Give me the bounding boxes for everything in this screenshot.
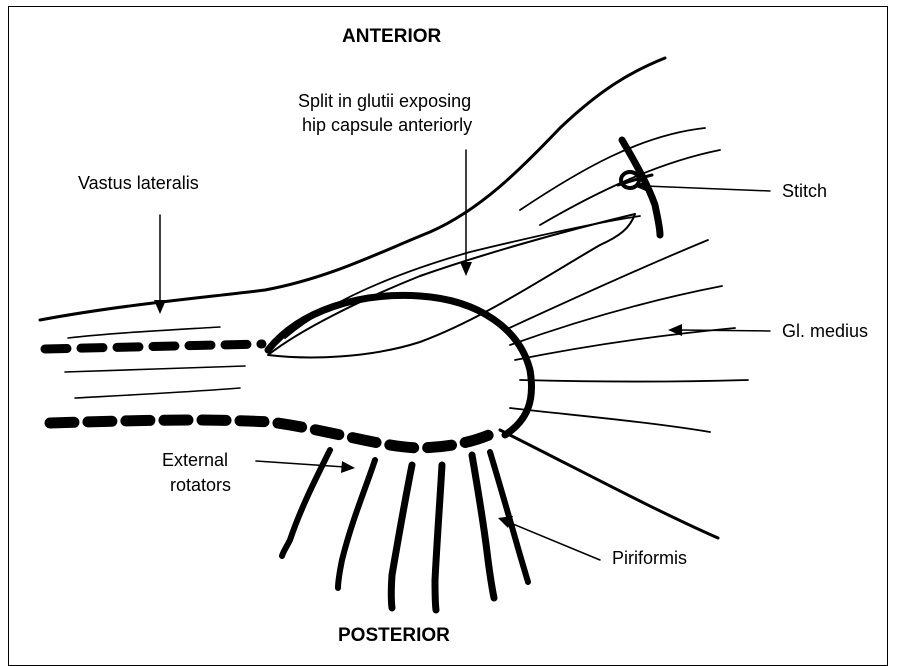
- stitch-label: Stitch: [782, 180, 827, 202]
- arrow-rotators-line: [256, 461, 345, 467]
- dashed-line-lower: [50, 420, 500, 448]
- medius-fiber-4: [510, 286, 722, 345]
- arrow-stitch-line: [645, 186, 770, 191]
- capsule-split-outline: [268, 214, 635, 357]
- posterior-label: POSTERIOR: [338, 625, 450, 647]
- dashed-line-upper: [45, 344, 262, 349]
- arrow-medius-line: [678, 330, 770, 331]
- vastus-lateralis-label: Vastus lateralis: [78, 172, 199, 194]
- rotator-strand-4: [435, 465, 442, 610]
- rotator-strand-3: [391, 465, 412, 608]
- medius-fiber-6: [520, 380, 748, 382]
- medius-fiber-7: [510, 408, 710, 432]
- thigh-line-3: [75, 388, 240, 398]
- medius-fiber-3: [505, 240, 708, 330]
- thigh-line-1: [68, 327, 220, 338]
- arrowhead-stitch: [634, 180, 648, 192]
- rotator-strand-5: [472, 455, 494, 598]
- external-rotators-label-line2: rotators: [170, 474, 231, 496]
- anterior-label: ANTERIOR: [342, 26, 441, 48]
- thigh-line-2: [65, 366, 245, 372]
- external-rotators-label-line1: External: [162, 449, 228, 471]
- rotator-strand-2: [338, 460, 375, 588]
- arrowhead-vastus: [154, 300, 166, 314]
- split-label-line2: hip capsule anteriorly: [302, 114, 472, 136]
- medius-fiber-8: [500, 430, 718, 538]
- piriformis-label: Piriformis: [612, 547, 687, 569]
- gl-medius-label: Gl. medius: [782, 320, 868, 342]
- arrowhead-split: [460, 262, 472, 276]
- arrowhead-rotators: [341, 461, 355, 473]
- femoral-head-arc: [268, 295, 532, 435]
- split-label-line1: Split in glutii exposing: [298, 90, 471, 112]
